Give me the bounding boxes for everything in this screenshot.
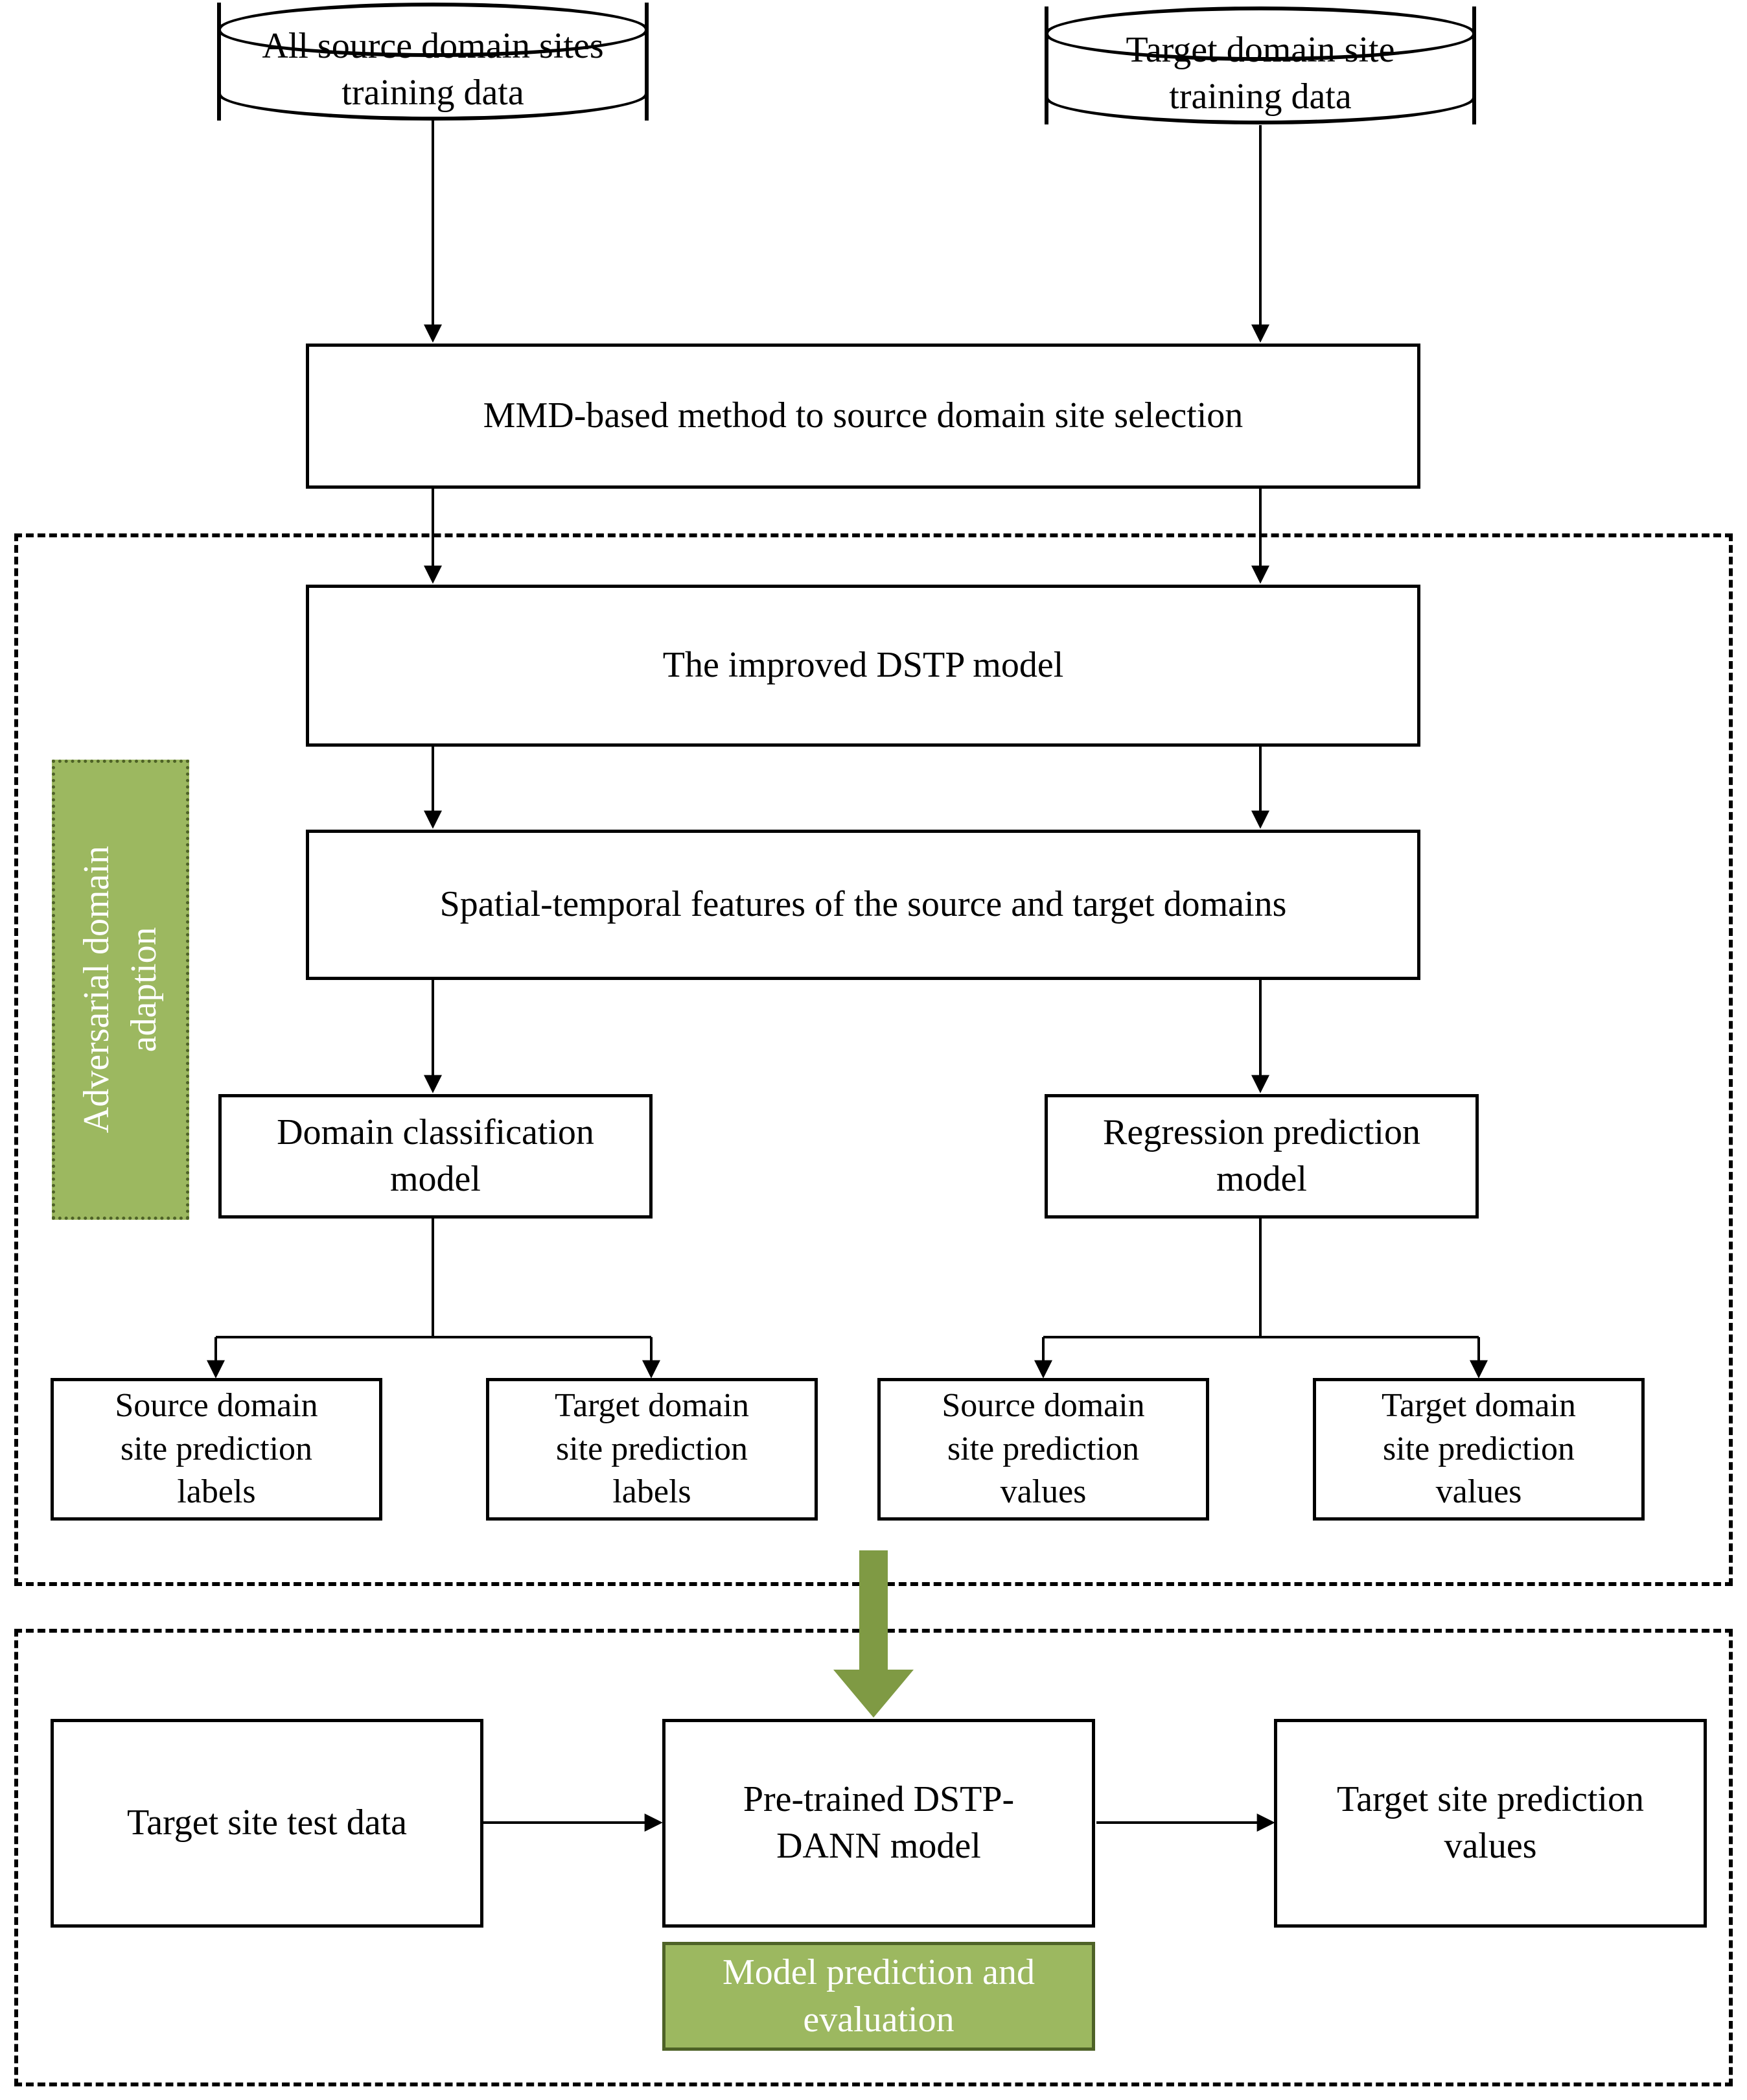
datastore-all-source-domain-sites: All source domain sites training data <box>217 3 649 121</box>
output-source-domain-prediction-values[interactable]: Source domain site prediction values <box>877 1378 1209 1521</box>
cylinder-body <box>1045 6 1476 124</box>
output-source-domain-prediction-labels[interactable]: Source domain site prediction labels <box>51 1378 382 1521</box>
node-label: Regression prediction model <box>1103 1112 1420 1199</box>
cylinder-top-ellipse <box>1045 6 1476 61</box>
node-label: Pre-trained DSTP- DANN model <box>743 1779 1015 1866</box>
process-improved-dstp-model[interactable]: The improved DSTP model <box>306 585 1420 747</box>
node-label: The improved DSTP model <box>662 645 1064 686</box>
output-target-domain-prediction-values[interactable]: Target domain site prediction values <box>1313 1378 1645 1521</box>
node-label: Target domain site prediction values <box>1381 1387 1577 1511</box>
output-target-site-prediction-values[interactable]: Target site prediction values <box>1274 1719 1707 1928</box>
process-pretrained-dstp-dann-model[interactable]: Pre-trained DSTP- DANN model <box>662 1719 1095 1928</box>
output-target-domain-prediction-labels[interactable]: Target domain site prediction labels <box>486 1378 818 1521</box>
datastore-target-domain-site: Target domain site training data <box>1045 6 1476 124</box>
phase-label-adversarial-domain-adaption: Adversarial domain adaption <box>52 760 189 1220</box>
node-label: MMD-based method to source domain site s… <box>483 395 1244 436</box>
node-label: Spatial-temporal features of the source … <box>439 884 1287 925</box>
cylinder-top-ellipse <box>217 3 649 57</box>
phase-label-banner: Model prediction and evaluation <box>662 1942 1095 2051</box>
phase-label-text: Adversarial domain adaption <box>76 846 164 1134</box>
node-label: Target domain site prediction labels <box>554 1387 750 1511</box>
node-label: Target site prediction values <box>1336 1779 1644 1866</box>
process-mmd-site-selection[interactable]: MMD-based method to source domain site s… <box>306 344 1420 489</box>
process-domain-classification-model[interactable]: Domain classification model <box>218 1094 653 1219</box>
cylinder-body <box>217 3 649 121</box>
node-label: Source domain site prediction values <box>942 1387 1145 1511</box>
phase-label-text: Model prediction and evaluation <box>722 1952 1035 2040</box>
node-label: Target site test data <box>126 1802 407 1843</box>
datastore-label: All source domain sites training data <box>262 26 604 113</box>
node-label: Source domain site prediction labels <box>115 1387 318 1511</box>
node-label: Domain classification model <box>277 1112 594 1199</box>
datastore-label: Target domain site training data <box>1126 30 1395 117</box>
process-spatial-temporal-features[interactable]: Spatial-temporal features of the source … <box>306 830 1420 980</box>
input-target-site-test-data[interactable]: Target site test data <box>51 1719 483 1928</box>
process-regression-prediction-model[interactable]: Regression prediction model <box>1045 1094 1479 1219</box>
